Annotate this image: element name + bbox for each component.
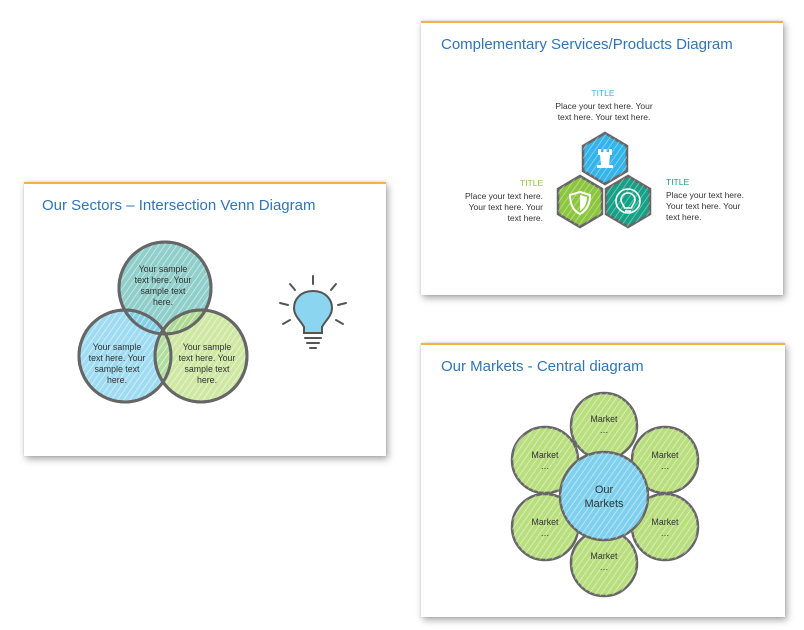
market-label: Market [532, 517, 559, 527]
market-circle [510, 425, 580, 495]
right-title: TITLE [666, 177, 690, 187]
markets-slide: Our Markets - Central diagram [421, 343, 785, 617]
hexagon-right [604, 174, 652, 229]
shield-icon [568, 190, 592, 216]
venn-top-line: sample text [141, 286, 187, 296]
top-title: TITLE [591, 88, 615, 98]
market-label: Market [532, 450, 559, 460]
market-ellipsis: … [661, 528, 670, 538]
hexagon-left [556, 174, 604, 229]
markets-slide-title: Our Markets - Central diagram [441, 358, 644, 375]
venn-top-line: text here. Your [135, 275, 192, 285]
central-circle [558, 450, 650, 542]
lightbulb-icon [279, 275, 347, 349]
venn-diagram: Your sample text here. Your sample text … [77, 240, 347, 404]
venn-right-line: text here. Your [179, 353, 236, 363]
market-label: Market [652, 517, 679, 527]
center-label: Our [595, 484, 614, 496]
services-slide: Complementary Services/Products Diagram … [421, 21, 783, 295]
market-ellipsis: … [541, 528, 550, 538]
market-label: Market [591, 551, 618, 561]
venn-slide-title: Our Sectors – Intersection Venn Diagram [42, 197, 316, 214]
market-circle [630, 492, 700, 562]
venn-left-line: sample text [95, 364, 141, 374]
venn-right-line: here. [197, 375, 217, 385]
venn-right-line: Your sample [183, 342, 232, 352]
markets-diagram: Market … Market … Market … Market … Mark… [510, 391, 700, 598]
market-ellipsis: … [600, 425, 609, 435]
venn-top-line: Your sample [139, 264, 188, 274]
services-slide-title: Complementary Services/Products Diagram [441, 36, 733, 53]
venn-slide: Our Sectors – Intersection Venn Diagram … [24, 182, 386, 456]
chess-rook-icon [597, 149, 613, 168]
center-label: Markets [584, 498, 624, 510]
market-label: Market [591, 414, 618, 424]
venn-right-line: sample text [185, 364, 231, 374]
top-text: Place your text here. Your text here. Yo… [555, 101, 653, 122]
venn-left-line: text here. Your [89, 353, 146, 363]
hexagon-top [581, 131, 629, 186]
left-title: TITLE [520, 178, 544, 188]
market-label: Market [652, 450, 679, 460]
venn-left-line: Your sample [93, 342, 142, 352]
venn-left-line: here. [107, 375, 127, 385]
hexagon-diagram [556, 131, 652, 229]
market-ellipsis: … [600, 562, 609, 572]
market-circle [569, 528, 639, 598]
left-text: Place your text here. Your text here. Yo… [465, 191, 543, 223]
venn-top-line: here. [153, 297, 173, 307]
market-ellipsis: … [661, 461, 670, 471]
market-circle [569, 391, 639, 461]
lightbulb-icon [615, 188, 641, 214]
market-circle [630, 425, 700, 495]
market-ellipsis: … [541, 461, 550, 471]
right-text: Place your text here. Your text here. Yo… [666, 190, 744, 222]
